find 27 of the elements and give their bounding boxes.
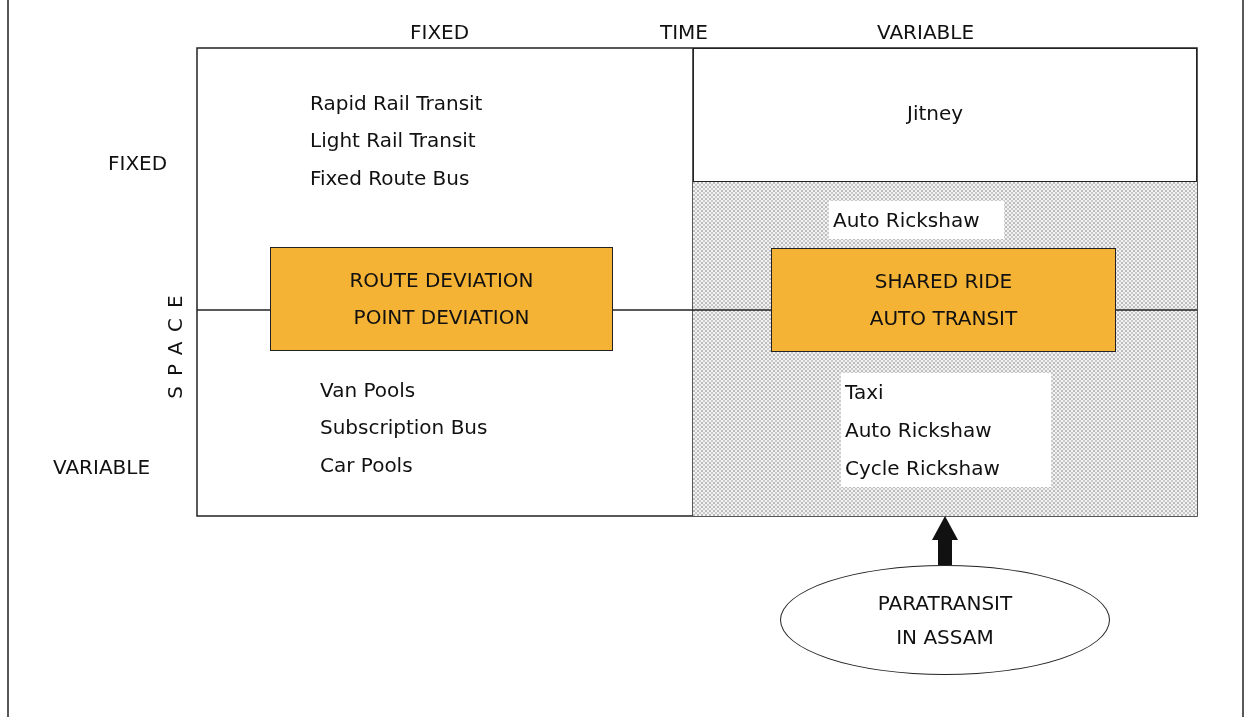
- mode-text: Rapid Rail Transit: [310, 91, 483, 115]
- mode-list-text: Auto Rickshaw: [829, 201, 1004, 239]
- category-text: POINT DEVIATION: [352, 304, 531, 331]
- shaded-region: [693, 182, 1197, 516]
- mode-list-text: Auto Rickshaw: [841, 411, 1051, 449]
- category-text: AUTO TRANSIT: [868, 305, 1019, 332]
- axis-label: FIXED: [410, 20, 470, 44]
- axis-label: VARIABLE: [877, 20, 975, 44]
- ellipse-text: PARATRANSIT IN ASSAM: [876, 590, 1014, 651]
- mode-text: Subscription Bus: [320, 415, 488, 439]
- category-text: ROUTE DEVIATION: [348, 267, 535, 294]
- axis-label: FIXED: [108, 151, 168, 175]
- block-arrow: [932, 516, 958, 565]
- matrix-cell: [693, 48, 1197, 182]
- mode-list-text: Taxi: [841, 373, 1051, 411]
- axis-title: SPACE: [163, 284, 187, 401]
- mode-text: Light Rail Transit: [310, 128, 476, 152]
- category-box: [270, 247, 613, 351]
- category-text: SHARED RIDE: [873, 268, 1014, 295]
- category-box: [771, 248, 1116, 352]
- mode-list-text: Cycle Rickshaw: [841, 449, 1051, 487]
- mode-text: Jitney: [907, 101, 964, 125]
- mode-text: Fixed Route Bus: [310, 166, 470, 190]
- axis-title: TIME: [660, 20, 708, 44]
- mode-text: Car Pools: [320, 453, 413, 477]
- axis-label: VARIABLE: [53, 455, 151, 479]
- mode-text: Van Pools: [320, 378, 416, 402]
